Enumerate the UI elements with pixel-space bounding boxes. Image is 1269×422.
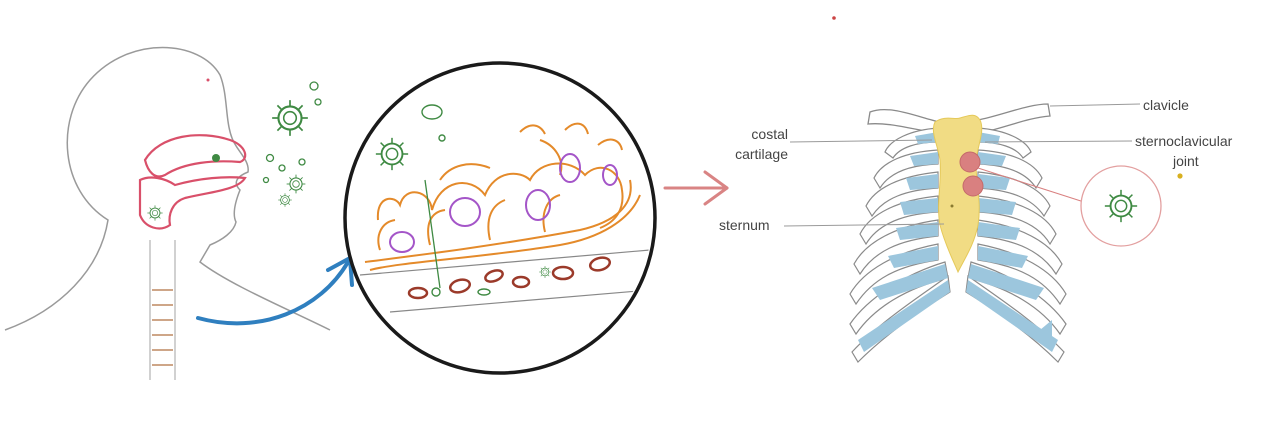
magnifier-circle	[343, 61, 657, 375]
droplet	[309, 81, 319, 91]
nose-dot	[206, 78, 210, 82]
label-sternum: sternum	[719, 217, 770, 233]
joint-marker-lower	[962, 175, 984, 197]
green-particle	[431, 287, 441, 297]
head-profile	[4, 46, 331, 380]
airborne-viruses	[262, 81, 322, 208]
vessel-wall	[389, 289, 651, 313]
joint-zoom-circle	[1080, 165, 1162, 247]
droplet	[265, 153, 275, 163]
droplet	[298, 158, 306, 166]
virus-small-icon	[286, 174, 306, 194]
droplet	[278, 164, 286, 172]
label-joint: joint	[1173, 153, 1199, 169]
mouth-particle	[212, 154, 220, 162]
mouth-cavity	[138, 176, 247, 230]
virus-entry-path	[424, 179, 441, 289]
vessel-wall	[359, 249, 651, 276]
neck-outline	[149, 240, 176, 380]
trachea-rings	[152, 289, 173, 366]
droplet	[314, 98, 322, 106]
sternum-leader	[783, 223, 945, 227]
label-sternoclavicular: sternoclavicular	[1135, 133, 1233, 149]
left-costal-cartilage	[858, 132, 950, 352]
right-costal-cartilage	[966, 132, 1058, 352]
virus-small-icon	[277, 192, 293, 208]
rib-cage	[783, 103, 1162, 363]
magnified-tissue	[343, 61, 657, 375]
sternum-dot	[950, 204, 954, 208]
green-particle	[438, 134, 446, 142]
clavicle-leader	[1049, 103, 1141, 107]
costal-leader	[789, 139, 933, 143]
label-cartilage: cartilage	[735, 146, 788, 162]
label-clavicle: clavicle	[1143, 97, 1189, 113]
virus-large-icon	[271, 99, 309, 137]
sterno-leader	[984, 140, 1133, 143]
label-costal: costal	[751, 126, 788, 142]
nasal-cavity	[143, 134, 247, 178]
joint-leader	[977, 167, 1085, 203]
red-dot	[832, 16, 836, 20]
green-particle	[477, 288, 491, 296]
head-outline	[4, 46, 331, 331]
yellow-dot	[1177, 173, 1183, 179]
red-arrow	[663, 170, 729, 206]
joint-marker-upper	[959, 151, 981, 173]
droplet	[262, 176, 270, 184]
blue-arrow	[196, 256, 354, 326]
cell-nuclei	[389, 153, 618, 253]
epithelial-cells	[364, 122, 641, 271]
blood-cells	[407, 256, 612, 300]
green-particle	[421, 104, 443, 120]
throat-virus-icon	[146, 204, 164, 222]
